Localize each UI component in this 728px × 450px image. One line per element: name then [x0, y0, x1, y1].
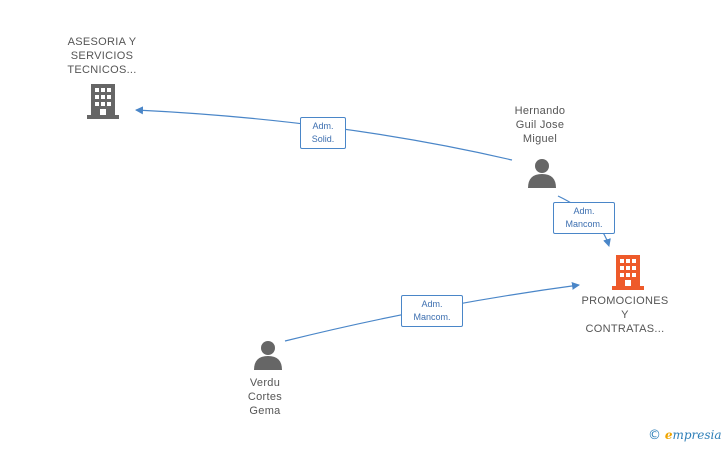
person-icon[interactable]: [528, 159, 556, 188]
node-label-hernando[interactable]: Hernando Guil Jose Miguel: [514, 105, 566, 145]
brand-watermark: © empresia: [648, 428, 722, 443]
edge-label-solid: Adm. Solid.: [300, 117, 346, 149]
node-label-promociones[interactable]: PROMOCIONES Y CONTRATAS...: [581, 295, 669, 335]
person-icon[interactable]: [254, 341, 282, 370]
edge-label-mancom-verdu: Adm. Mancom.: [401, 295, 463, 327]
node-label-asesoria[interactable]: ASESORIA Y SERVICIOS TECNICOS...: [67, 36, 137, 76]
edge-label-mancom-hernando: Adm. Mancom.: [553, 202, 615, 234]
building-icon[interactable]: [612, 255, 644, 290]
brand-initial: e: [664, 428, 673, 442]
node-label-verdu[interactable]: Verdu Cortes Gema: [247, 377, 283, 417]
building-icon[interactable]: [87, 84, 119, 119]
copyright-icon: ©: [648, 428, 661, 443]
brand-name: mpresia: [672, 428, 722, 442]
